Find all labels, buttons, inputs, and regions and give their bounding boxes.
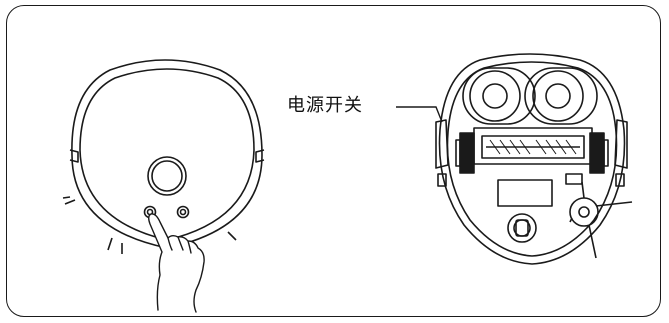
callout-leader-line [396,106,443,123]
home-button [176,205,190,219]
robot-vacuum-top-view [62,59,265,254]
power-switch-label: 电源开关 [287,95,363,116]
hand-icon [148,213,205,313]
figure-frame [6,5,661,317]
robot-vacuum-bottom-view [435,53,633,265]
